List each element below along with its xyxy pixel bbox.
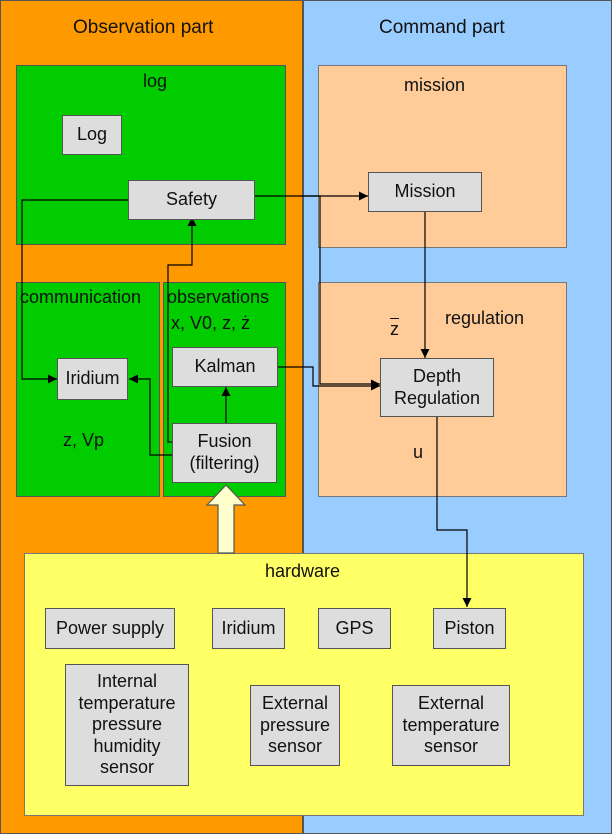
arrow-fusion-to-iridium	[129, 374, 172, 456]
arrow-safety-to-depth	[300, 195, 380, 389]
kalman-box: Kalman	[172, 347, 278, 387]
internal-sensor-box: Internal temperature pressure humidity s…	[65, 664, 189, 786]
arrow-safety-to-iridium	[21, 199, 128, 384]
hardware-module-title: hardware	[265, 561, 341, 581]
safety-box: Safety	[128, 180, 255, 220]
mission-box: Mission	[368, 172, 482, 212]
hardware-to-fusion-arrow	[205, 484, 247, 554]
arrow-fusion-to-safety	[167, 217, 197, 443]
arrow-kalman-to-depth	[278, 366, 380, 391]
gps-box: GPS	[318, 608, 391, 649]
observations-module-title: observations	[167, 287, 270, 307]
observations-vars: x, V0, z, ż	[171, 313, 251, 333]
iridium-comm-box: Iridium	[57, 358, 128, 400]
arrow-depth-to-piston	[436, 417, 472, 607]
external-temperature-sensor-box: External temperature sensor	[392, 685, 510, 766]
mission-module	[318, 65, 567, 248]
power-supply-box: Power supply	[45, 608, 175, 649]
iridium-hardware-box: Iridium	[212, 608, 285, 649]
command-part-title: Command part	[379, 17, 505, 38]
external-pressure-sensor-box: External pressure sensor	[250, 685, 340, 766]
piston-box: Piston	[433, 608, 506, 649]
communication-note: z, Vp	[63, 430, 105, 450]
fusion-box: Fusion (filtering)	[172, 423, 277, 483]
communication-module-title: communication	[20, 287, 142, 307]
log-module-title: log	[143, 71, 168, 91]
mission-module-title: mission	[404, 75, 466, 95]
depth-regulation-box: Depth Regulation	[380, 358, 494, 417]
regulation-module-title: regulation	[445, 308, 525, 328]
u-label: u	[413, 442, 424, 462]
zbar-label: z	[390, 318, 399, 339]
observation-part-title: Observation part	[73, 17, 214, 38]
log-box: Log	[62, 115, 122, 155]
